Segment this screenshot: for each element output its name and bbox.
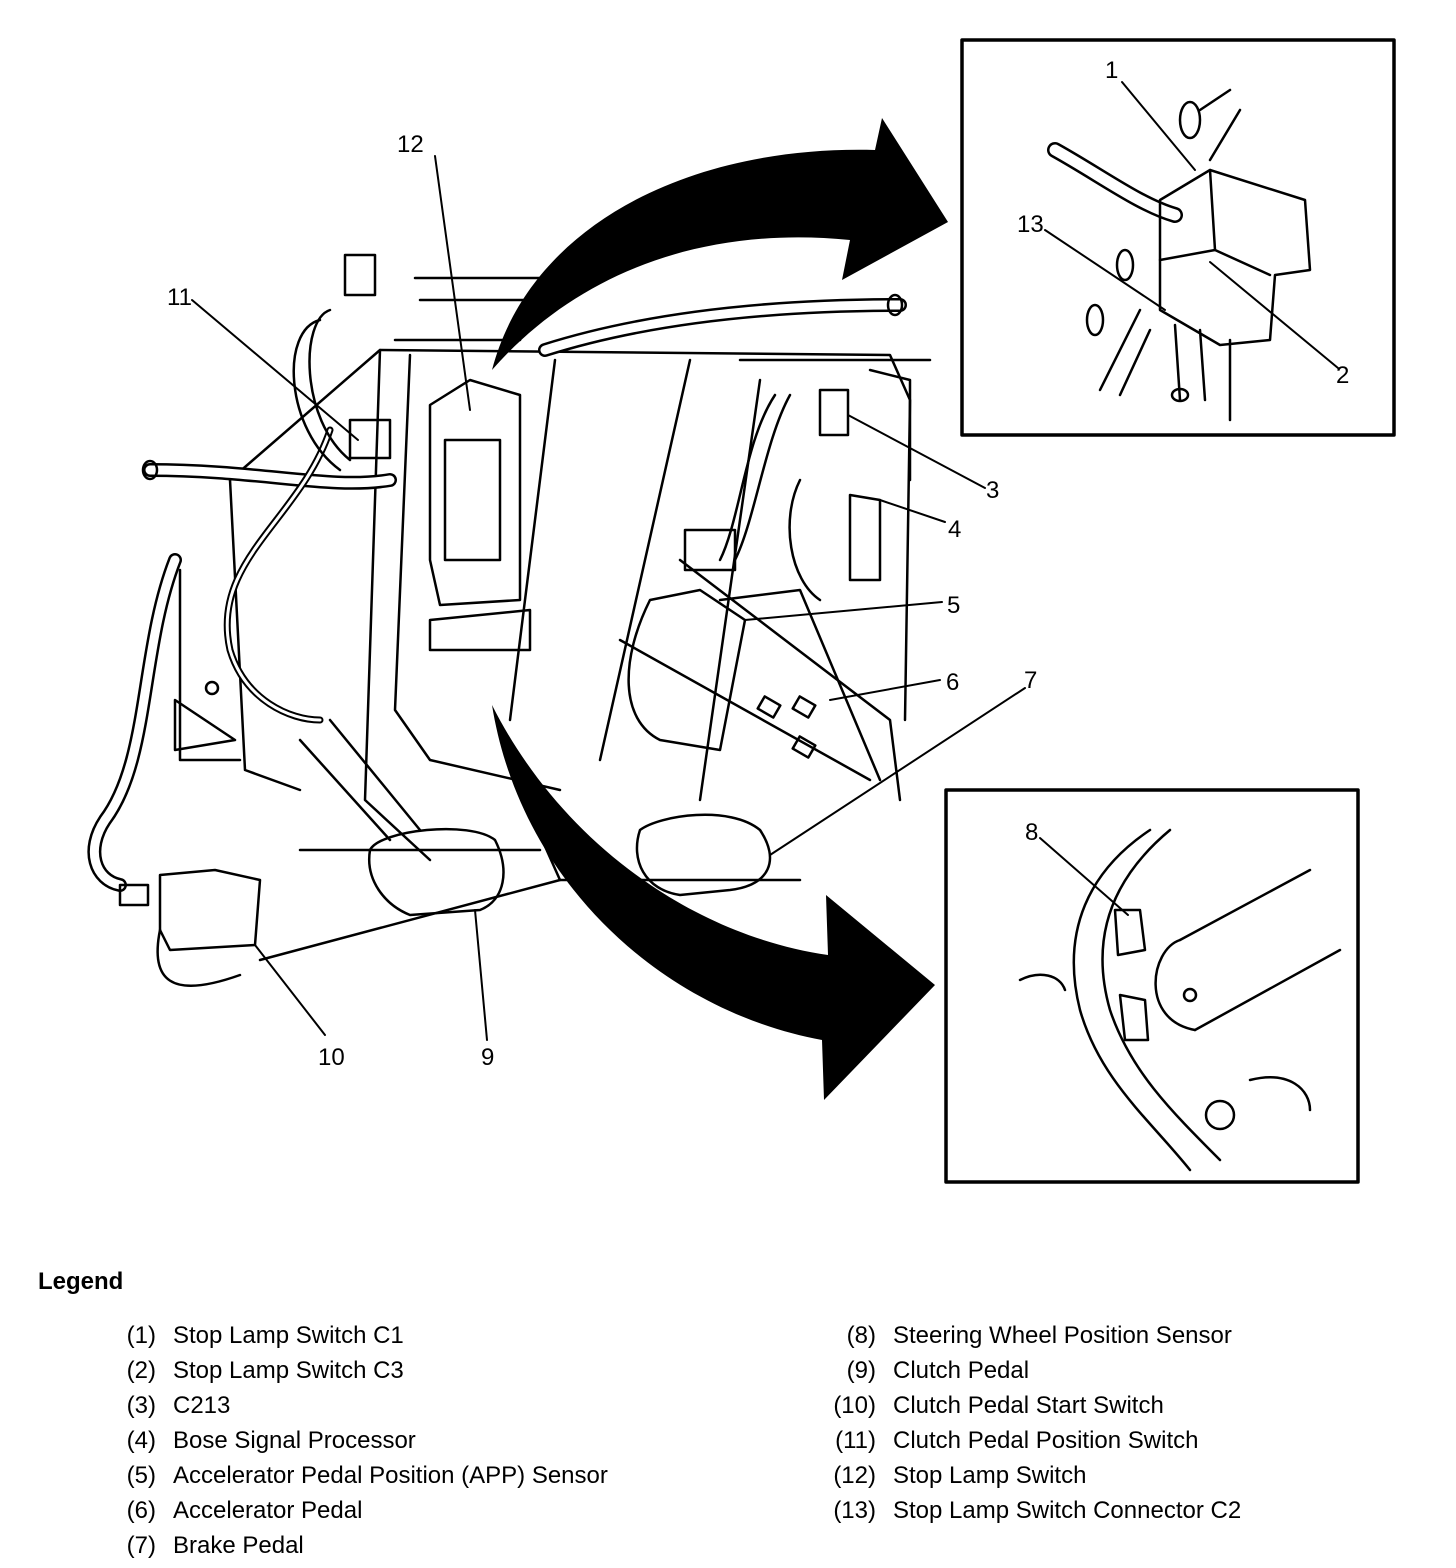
legend-title: Legend xyxy=(38,1268,124,1295)
clutch-pedal xyxy=(298,718,505,917)
legend-item: (2) Stop Lamp Switch C3 xyxy=(96,1353,608,1388)
callout-1: 1 xyxy=(1105,57,1118,84)
left-wiring-harness xyxy=(87,308,397,892)
legend-number: (11) xyxy=(835,1427,876,1454)
callout-6: 6 xyxy=(946,669,959,696)
legend-item: (7) Brake Pedal xyxy=(96,1528,608,1563)
legend-label: C213 xyxy=(173,1392,231,1419)
legend-number: (7) xyxy=(126,1532,156,1559)
legend-label: Steering Wheel Position Sensor xyxy=(893,1322,1232,1349)
callout-9: 9 xyxy=(481,1044,494,1071)
legend-label: Clutch Pedal xyxy=(893,1357,1030,1384)
callout-3: 3 xyxy=(986,477,999,504)
stop-lamp-switch xyxy=(428,378,532,652)
callout-12: 12 xyxy=(397,131,424,158)
clutch-pedal-position-switch xyxy=(343,253,392,460)
legend-label: Bose Signal Processor xyxy=(173,1427,416,1454)
legend-number: (9) xyxy=(846,1357,876,1384)
legend-number: (6) xyxy=(126,1497,156,1524)
bose-signal-processor xyxy=(788,478,882,602)
legend-label: Clutch Pedal Position Switch xyxy=(893,1427,1199,1454)
legend-item: (1) Stop Lamp Switch C1 xyxy=(96,1318,608,1353)
upper-curved-arrow xyxy=(492,118,948,370)
steering-wheel-sensor-inset xyxy=(944,788,1360,1184)
legend-number: (3) xyxy=(126,1392,156,1419)
callout-11: 11 xyxy=(167,284,192,311)
legend-item: (3) C213 xyxy=(96,1388,608,1423)
legend-item: (12) Stop Lamp Switch xyxy=(816,1458,1241,1493)
accelerator-pedal xyxy=(718,588,882,782)
legend-label: Stop Lamp Switch C3 xyxy=(173,1357,404,1384)
lower-curved-arrow xyxy=(492,705,935,1100)
legend-item: (13) Stop Lamp Switch Connector C2 xyxy=(816,1493,1241,1528)
callout-13: 13 xyxy=(1017,211,1044,238)
legend-number: (8) xyxy=(846,1322,876,1349)
legend-label: Stop Lamp Switch Connector C2 xyxy=(893,1497,1242,1524)
clutch-pedal-start-switch xyxy=(118,868,262,987)
legend-number: (1) xyxy=(126,1322,156,1349)
legend-item: (4) Bose Signal Processor xyxy=(96,1423,608,1458)
legend-item: (11) Clutch Pedal Position Switch xyxy=(816,1423,1241,1458)
stop-lamp-switch-inset xyxy=(960,38,1396,437)
callout-5: 5 xyxy=(947,592,960,619)
callout-7: 7 xyxy=(1024,667,1037,694)
legend-number: (12) xyxy=(833,1462,876,1489)
legend-number: (5) xyxy=(126,1462,156,1489)
legend-number: (2) xyxy=(126,1357,156,1384)
c213-connector xyxy=(718,388,850,562)
legend-label: Brake Pedal xyxy=(173,1532,304,1559)
legend-item: (5) Accelerator Pedal Position (APP) Sens… xyxy=(96,1458,608,1493)
app-sensor xyxy=(627,528,747,752)
legend-item: (6) Accelerator Pedal xyxy=(96,1493,608,1528)
legend-number: (4) xyxy=(126,1427,156,1454)
legend-label: Clutch Pedal Start Switch xyxy=(893,1392,1164,1419)
legend-label: Accelerator Pedal Position (APP) Sensor xyxy=(173,1462,608,1489)
callout-2: 2 xyxy=(1336,362,1349,389)
legend-number: (13) xyxy=(833,1497,876,1524)
callout-4: 4 xyxy=(948,516,961,543)
pedal-assembly-diagram: 1 2 3 4 5 6 7 8 9 10 11 12 13 xyxy=(87,38,1396,1184)
legend-item: (9) Clutch Pedal xyxy=(816,1353,1241,1388)
legend-item: (8) Steering Wheel Position Sensor xyxy=(816,1318,1241,1353)
legend-right-column: (8) Steering Wheel Position Sensor (9) Clu… xyxy=(816,1318,1241,1528)
legend-number: (10) xyxy=(833,1392,876,1419)
callout-10: 10 xyxy=(318,1044,345,1071)
upper-wiring-harness xyxy=(538,293,907,357)
legend-left-column: (1) Stop Lamp Switch C1 (2) Stop Lamp Swit… xyxy=(96,1318,608,1563)
callout-8: 8 xyxy=(1025,819,1038,846)
legend-label: Accelerator Pedal xyxy=(173,1497,363,1524)
legend-item: (10) Clutch Pedal Start Switch xyxy=(816,1388,1241,1423)
brake-pedal xyxy=(635,813,772,897)
leader-lines xyxy=(191,81,1339,1041)
dash-structure xyxy=(173,276,932,962)
legend-label: Stop Lamp Switch xyxy=(893,1462,1087,1489)
legend-label: Stop Lamp Switch C1 xyxy=(173,1322,404,1349)
